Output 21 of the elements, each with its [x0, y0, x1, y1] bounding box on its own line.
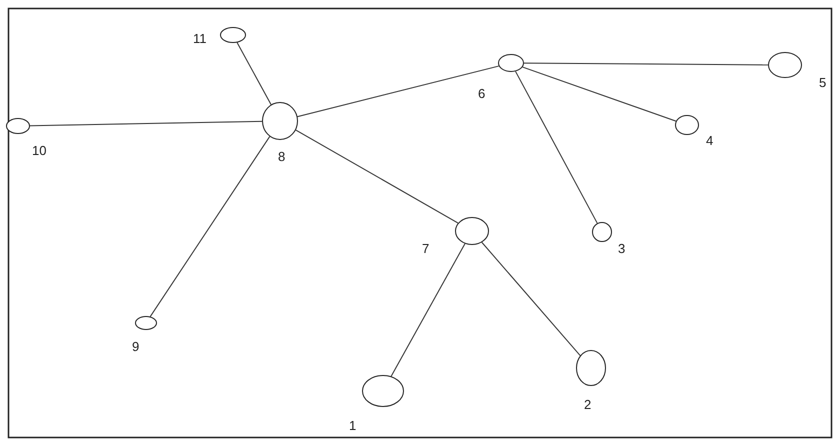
- node-number: 10: [32, 144, 46, 157]
- node-number: 1: [349, 419, 356, 432]
- node-number: 8: [278, 150, 286, 163]
- connector-line: [481, 242, 581, 356]
- connector-line: [30, 120, 262, 126]
- connector-line: [515, 70, 598, 224]
- node-number: 4: [706, 134, 714, 147]
- connector-line: [297, 66, 500, 118]
- node-number: 9: [132, 340, 140, 353]
- node-number: 2: [584, 398, 592, 411]
- connector-line: [524, 62, 768, 66]
- node-number: 7: [422, 242, 430, 255]
- connector-line: [236, 42, 272, 106]
- connector-line: [522, 66, 676, 122]
- connector-line: [390, 243, 466, 377]
- node-number: 6: [478, 87, 486, 100]
- node-number: 3: [618, 242, 626, 255]
- connector-line: [295, 130, 459, 224]
- node-number: 5: [819, 76, 826, 89]
- node-number: 11: [193, 32, 206, 45]
- connector-line: [150, 136, 270, 318]
